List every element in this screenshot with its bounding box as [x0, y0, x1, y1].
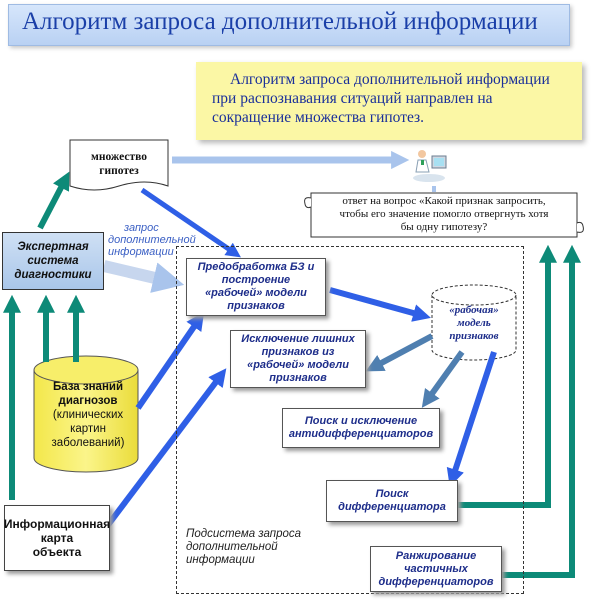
model-line: «рабочая»: [449, 304, 499, 316]
preprocess-box: Предобработка БЗ и построение «рабочей» …: [186, 258, 326, 316]
note-box: [196, 62, 582, 140]
note-line: сокращение множества гипотез.: [212, 109, 425, 126]
exclude-line: Исключение лишних: [241, 333, 355, 345]
kb-line: диагнозов: [58, 395, 118, 407]
preprocess-line: «рабочей» модели: [205, 287, 307, 299]
subsystem-line: Подсистема запроса: [186, 528, 302, 540]
question-line: чтобы его значение помогло отвергнуть хо…: [339, 208, 549, 220]
working-model-label: «рабочая» модель признаков: [434, 304, 514, 343]
expert-line: система: [27, 255, 79, 267]
preprocess-line: признаков: [227, 300, 285, 312]
exclude-box: Исключение лишних признаков из «рабочей»…: [230, 330, 366, 388]
ranking-line: дифференциаторов: [378, 575, 494, 588]
arrow-card-to-exclude: [105, 368, 227, 527]
exclude-line: «рабочей» модели: [247, 359, 349, 371]
request-line: дополнительной: [108, 234, 196, 246]
expert-system-box: Экспертная система диагностики: [2, 232, 104, 290]
subsystem-frame: [176, 246, 524, 594]
arrow-rank-to-scroll: [502, 244, 581, 578]
arrow-expert-to-hypotheses: [37, 171, 70, 230]
question-scroll: [304, 192, 584, 238]
infocard-line: Информационная: [3, 517, 111, 531]
question-line: ответ на вопрос «Какой признак запросить…: [342, 195, 546, 207]
note-line: Алгоритм запроса дополнительной информац…: [230, 71, 550, 88]
question-line: бы одну гипотезу?: [400, 221, 488, 233]
infocard-line: карта: [40, 531, 74, 545]
preprocess-line: Предобработка БЗ и: [197, 261, 315, 273]
kb-line: База знаний: [52, 381, 124, 393]
diff-box: Поиск дифференциатора: [326, 480, 458, 522]
request-line: запрос: [124, 222, 159, 234]
arrow-hypotheses-to-preprocess: [140, 187, 241, 258]
subsystem-line: дополнительной: [186, 541, 278, 553]
arrow-preprocess-to-model: [329, 287, 431, 322]
expert-line: диагностики: [14, 269, 92, 281]
infocard-line: объекта: [32, 545, 82, 559]
working-model-cylinder: [431, 284, 517, 361]
arrow-model-to-antidiff: [421, 350, 465, 408]
arrow-expert-to-preprocess: [102, 260, 185, 293]
preprocess-line: построение: [221, 274, 291, 286]
arrow-kb-to-preprocess: [135, 312, 205, 410]
knowledge-base-label: База знаний диагнозов (клинических карти…: [42, 380, 134, 450]
hypotheses-line: гипотез: [99, 165, 139, 177]
diff-line: дифференциатора: [338, 501, 446, 513]
subsystem-label: Подсистема запроса дополнительной информ…: [186, 528, 301, 567]
page-title: Алгоритм запроса дополнительной информац…: [22, 8, 538, 35]
doctor-at-computer-icon: [413, 150, 447, 182]
arrow-model-to-exclude: [365, 333, 434, 372]
model-line: модель: [457, 317, 491, 329]
hypotheses-document: [69, 139, 169, 191]
diff-line: Поиск: [375, 488, 409, 500]
title-bar: [8, 4, 570, 46]
antidiff-line: Поиск и исключение: [304, 415, 418, 427]
exclude-line: признаков: [269, 372, 327, 384]
hypotheses-label: множество гипотез: [78, 150, 160, 178]
note-text: Алгоритм запроса дополнительной информац…: [212, 70, 584, 127]
ranking-line: Ранжирование: [395, 549, 477, 562]
kb-line: заболеваний): [51, 437, 125, 449]
expert-line: Экспертная: [17, 241, 89, 253]
antidiff-box: Поиск и исключение антидифференциаторов: [282, 408, 440, 448]
info-card-box: Информационная карта объекта: [4, 505, 110, 571]
kb-line: (клинических: [52, 409, 124, 421]
arrow-diff-to-scroll: [458, 244, 557, 508]
knowledge-base-cylinder: [33, 355, 139, 473]
question-text: ответ на вопрос «Какой признак запросить…: [316, 195, 572, 234]
note-line: при распознавания ситуаций направлен на: [212, 90, 493, 107]
model-line: признаков: [449, 330, 499, 342]
ranking-line: частичных: [404, 562, 468, 575]
request-line: информации: [108, 246, 174, 258]
hypotheses-line: множество: [91, 151, 147, 163]
request-label: запрос дополнительной информации: [108, 222, 196, 258]
ranking-box: Ранжирование частичных дифференциаторов: [370, 546, 502, 592]
arrow-model-to-diff: [446, 351, 497, 487]
antidiff-line: антидифференциаторов: [288, 428, 434, 440]
exclude-line: признаков из: [261, 346, 335, 358]
kb-line: картин: [70, 423, 106, 435]
subsystem-line: информации: [186, 554, 255, 566]
